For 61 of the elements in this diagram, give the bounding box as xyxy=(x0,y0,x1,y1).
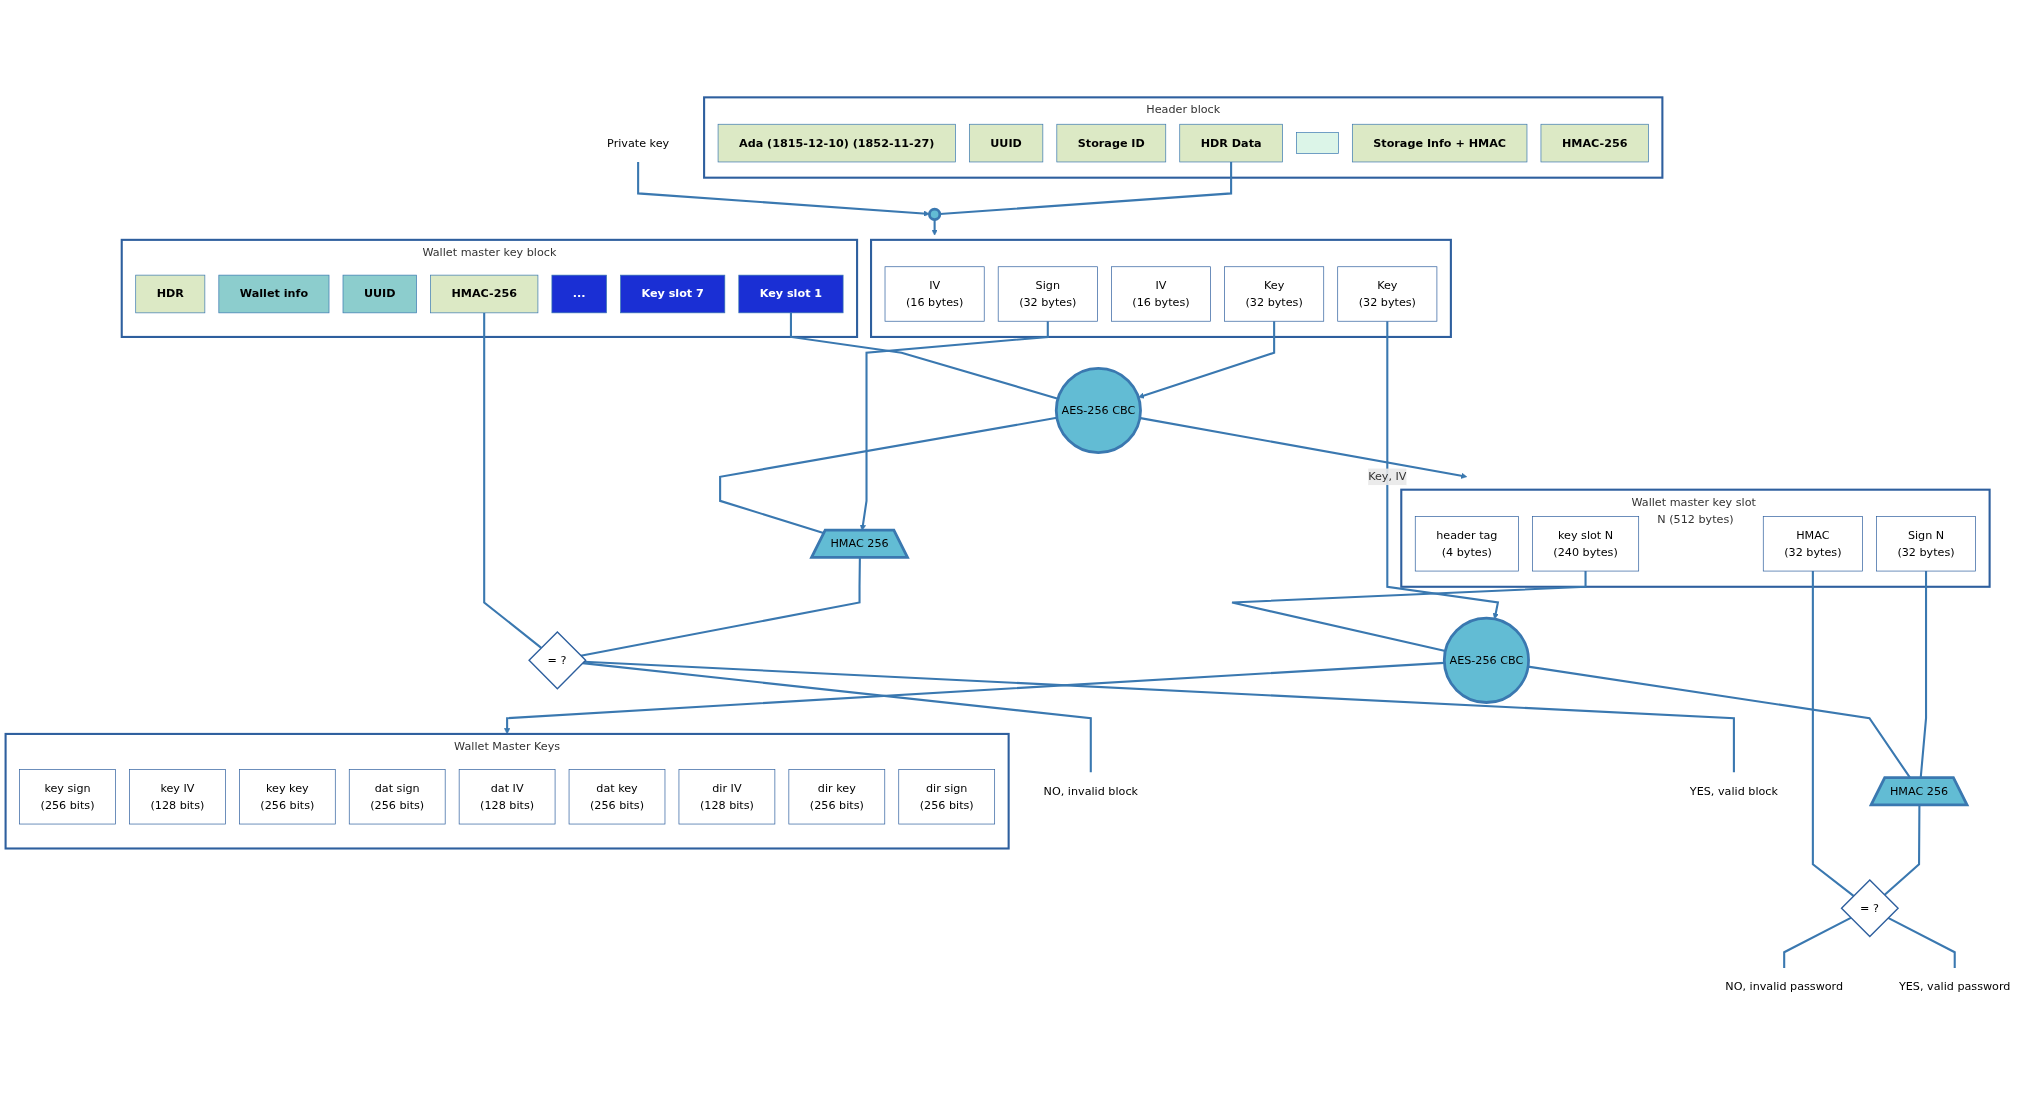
node-box: UUID xyxy=(969,123,1044,163)
node-box: dir sign (256 bits) xyxy=(898,769,995,825)
arrow xyxy=(1386,321,1500,620)
connector xyxy=(1887,916,1956,968)
node-box: Storage ID xyxy=(1056,123,1167,163)
node-box: Key slot 1 xyxy=(738,274,844,314)
node-box: key slot N (240 bytes) xyxy=(1532,516,1640,572)
node-box: UUID xyxy=(342,274,417,314)
connector xyxy=(1811,571,1855,897)
node-box: HMAC-256 xyxy=(1540,123,1649,163)
cluster xyxy=(870,238,1452,338)
connector xyxy=(1231,571,1587,653)
node-box: HDR Data xyxy=(1179,123,1283,163)
arrow xyxy=(1138,321,1276,399)
node-box: IV (16 bytes) xyxy=(884,266,985,322)
node-box: Sign N (32 bytes) xyxy=(1876,516,1976,572)
node-diamond: = ? xyxy=(1840,878,1900,938)
connector xyxy=(580,557,861,657)
node-box: key sign (256 bits) xyxy=(19,769,116,825)
node-box: IV (16 bytes) xyxy=(1111,266,1211,322)
connector xyxy=(583,660,1735,773)
node-text: NO, invalid block xyxy=(1043,784,1138,798)
node-box: Key slot 7 xyxy=(620,274,726,314)
node-box: key IV (128 bits) xyxy=(129,769,226,825)
node-box: Key (32 bytes) xyxy=(1224,266,1325,322)
node-text: Private key xyxy=(607,136,670,150)
node-box xyxy=(1296,132,1339,154)
node-box: header tag (4 bytes) xyxy=(1414,516,1519,572)
edge-label: Key, IV xyxy=(1368,469,1407,484)
node-box: ... xyxy=(551,274,607,314)
connector xyxy=(1883,805,1921,896)
node-box: dir key (256 bits) xyxy=(788,769,886,825)
node-circle: AES-256 CBC xyxy=(1054,367,1142,455)
arrow xyxy=(859,321,1049,531)
connector xyxy=(789,312,1059,400)
arrow xyxy=(637,161,930,217)
node-text: NO, invalid password xyxy=(1725,979,1844,994)
node-box: HDR xyxy=(135,274,206,314)
arrow xyxy=(1140,417,1468,479)
node-box: dat IV (128 bits) xyxy=(458,769,556,825)
node-box: Sign (32 bytes) xyxy=(997,266,1098,322)
node-box: Ada (1815-12-10) (1852-11-27) xyxy=(717,123,956,163)
node-box: HMAC (32 bytes) xyxy=(1762,516,1863,572)
node-circle xyxy=(928,207,942,221)
node-circle: AES-256 CBC xyxy=(1442,616,1530,704)
node-box: dat sign (256 bits) xyxy=(348,769,446,825)
node-text: YES, valid password xyxy=(1898,979,2011,994)
node-box: Key (32 bytes) xyxy=(1337,266,1438,322)
node-box: dat key (256 bits) xyxy=(568,769,666,825)
node-diamond: = ? xyxy=(528,631,587,690)
node-box: Storage Info + HMAC xyxy=(1352,123,1528,163)
connector xyxy=(483,312,542,649)
arrow xyxy=(931,219,938,236)
node-box: HMAC-256 xyxy=(430,274,539,314)
connector xyxy=(1783,916,1852,968)
connector xyxy=(582,662,1092,773)
node-text: YES, valid block xyxy=(1689,784,1778,798)
node-box: key key (256 bits) xyxy=(239,769,336,825)
connector xyxy=(939,161,1233,216)
node-box: dir IV (128 bits) xyxy=(678,769,776,825)
node-box: Wallet info xyxy=(218,274,330,314)
